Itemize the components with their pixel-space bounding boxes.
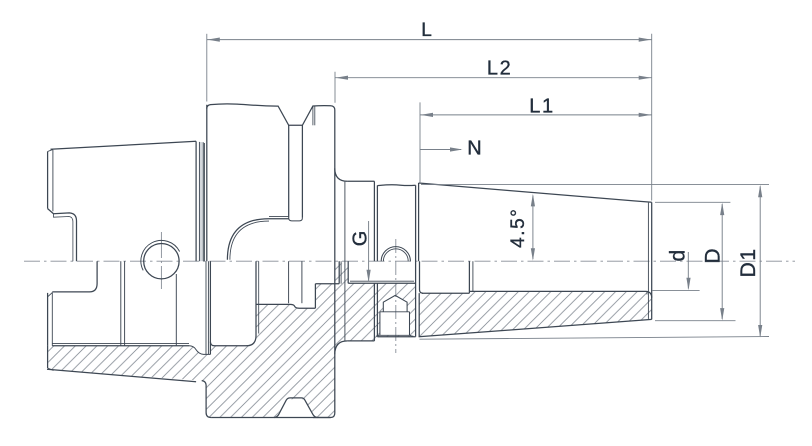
svg-text:L2: L2	[487, 58, 512, 80]
svg-text:L1: L1	[529, 96, 554, 118]
svg-text:D1: D1	[737, 247, 760, 277]
svg-text:N: N	[467, 138, 483, 160]
svg-text:L: L	[421, 20, 433, 41]
svg-text:d: d	[667, 248, 690, 261]
svg-text:D: D	[701, 247, 724, 264]
svg-text:G: G	[349, 229, 371, 246]
svg-text:4.5°: 4.5°	[508, 207, 529, 247]
